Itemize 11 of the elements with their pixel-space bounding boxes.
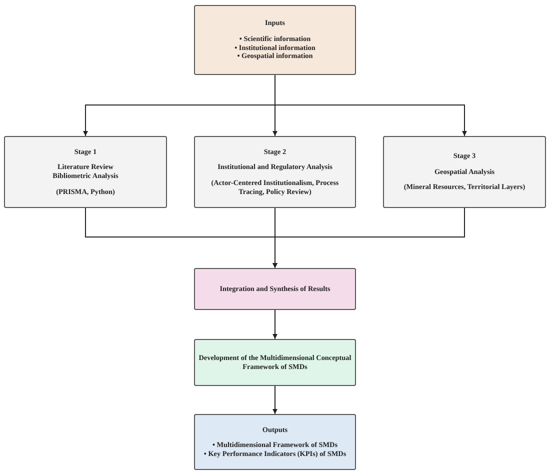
process-box	[194, 414, 356, 470]
arrow	[272, 310, 278, 340]
process-box	[194, 339, 356, 386]
process-box	[4, 136, 167, 208]
process-box	[194, 5, 356, 75]
process-box	[194, 268, 356, 310]
process-box	[383, 136, 546, 208]
arrow	[272, 208, 465, 268]
arrow	[274, 74, 467, 136]
process-box	[194, 136, 356, 208]
arrow	[272, 386, 278, 414]
